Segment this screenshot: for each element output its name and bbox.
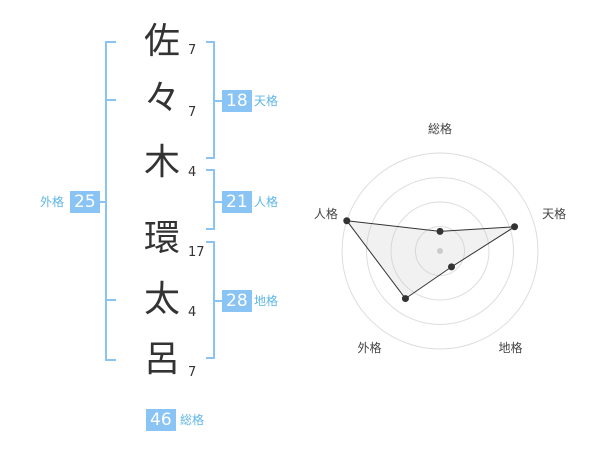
- stroke-count-3: 4: [188, 165, 197, 180]
- jinkaku-bracket: [206, 169, 215, 230]
- radar-axis-label-3: 地格: [499, 340, 523, 355]
- gaikaku-badge: 25: [70, 191, 100, 213]
- soukaku-badge: 46: [146, 409, 176, 431]
- radar-point-2: [511, 223, 519, 231]
- name-char-3: 木: [143, 142, 180, 183]
- radar-grid-ring: [390, 201, 490, 301]
- name-char-5: 太: [143, 279, 180, 320]
- radar-axis-label-5: 人格: [314, 206, 338, 221]
- radar-axis-label-2: 天格: [542, 206, 566, 221]
- radar-grid-ring: [341, 152, 539, 350]
- name-char-6: 呂: [143, 339, 180, 380]
- radar-axis-label-4: 外格: [357, 340, 381, 355]
- soukaku-label: 総格: [180, 413, 205, 427]
- tenkaku-label: 天格: [254, 94, 279, 108]
- gaikaku-label: 外格: [40, 195, 65, 209]
- radar-data-area: [345, 220, 515, 300]
- stroke-count-2: 7: [188, 105, 197, 120]
- radar-grid-ring: [415, 226, 465, 276]
- jinkaku-badge: 21: [222, 191, 252, 213]
- tenkaku-badge: 18: [222, 90, 252, 112]
- stroke-count-6: 7: [188, 365, 197, 380]
- radar-point-5: [343, 217, 351, 225]
- stroke-count-1: 7: [188, 43, 197, 58]
- radar-point-1: [436, 227, 444, 235]
- name-char-4: 環: [143, 218, 180, 259]
- stroke-count-4: 17: [188, 245, 205, 260]
- radar-axis-label-1: 総格: [428, 121, 452, 136]
- jinkaku-label: 人格: [254, 195, 279, 209]
- stroke-count-5: 4: [188, 305, 197, 320]
- radar-point-4: [401, 295, 409, 303]
- radar-point-3: [448, 263, 456, 271]
- chikaku-badge: 28: [222, 290, 252, 312]
- radar-center-dot: [437, 248, 443, 254]
- chikaku-label: 地格: [254, 294, 279, 308]
- name-char-1: 佐: [143, 21, 180, 62]
- name-char-2: 々: [143, 78, 180, 119]
- radar-grid-ring: [366, 177, 514, 325]
